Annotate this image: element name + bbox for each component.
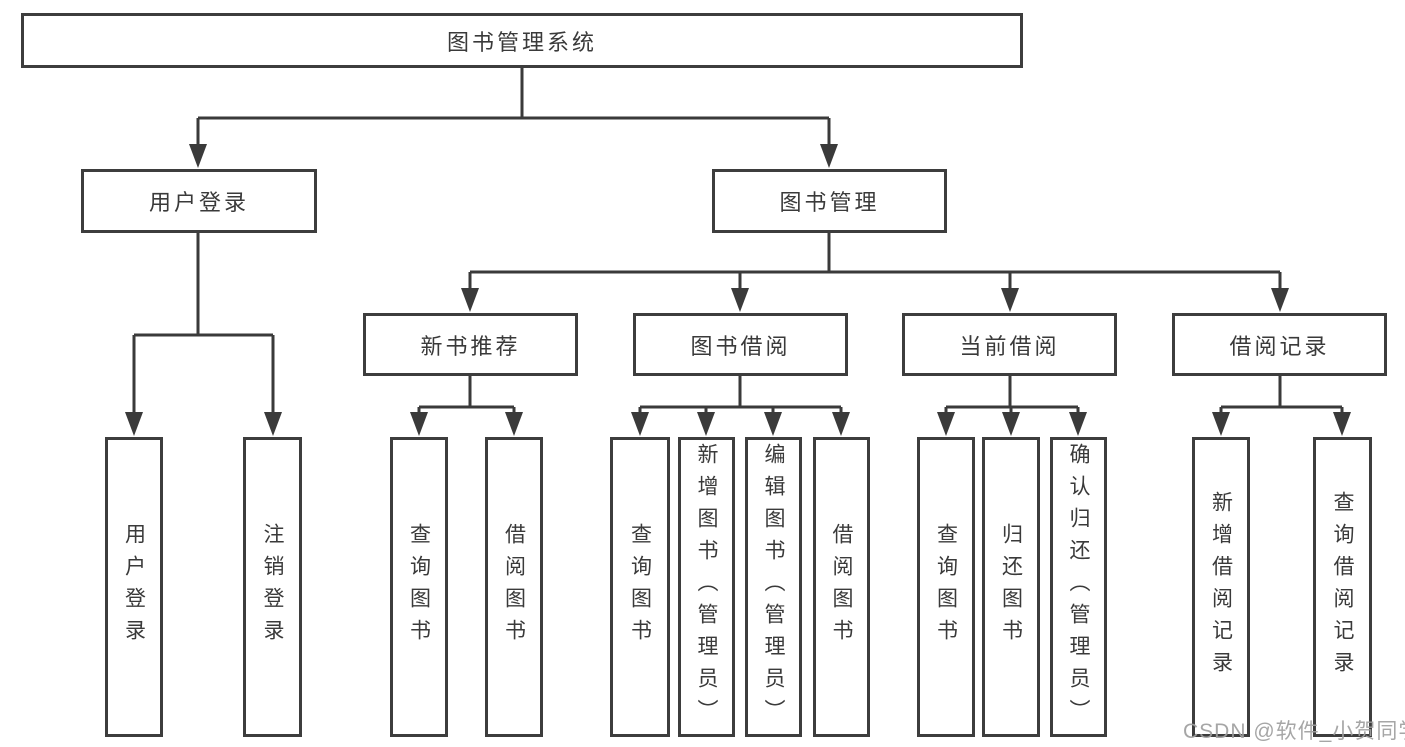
node-current-borrow-label: 当前借阅 xyxy=(959,333,1060,359)
leaf-query-books-recommend: 查询图书 xyxy=(390,437,448,737)
leaf-borrow-books-recommend: 借阅图书 xyxy=(485,437,543,737)
node-borrow-records-label: 借阅记录 xyxy=(1229,333,1330,359)
leaf-edit-book-admin: 编辑图书（管理员） xyxy=(745,437,802,737)
leaf-logout: 注销登录 xyxy=(243,437,302,737)
leaf-borrow-books-recommend-label: 借阅图书 xyxy=(502,523,526,651)
node-book-borrow-label: 图书借阅 xyxy=(690,333,791,359)
leaf-query-books-borrow-label: 查询图书 xyxy=(628,523,652,651)
node-book-management-label: 图书管理 xyxy=(779,190,880,215)
leaf-add-borrow-record-label: 新增借阅记录 xyxy=(1209,491,1233,683)
leaf-query-books-borrow: 查询图书 xyxy=(610,437,670,737)
node-book-management: 图书管理 xyxy=(712,169,947,233)
leaf-query-books-current: 查询图书 xyxy=(917,437,975,737)
leaf-add-borrow-record: 新增借阅记录 xyxy=(1192,437,1250,737)
leaf-return-book-label: 归还图书 xyxy=(999,523,1023,651)
leaf-query-borrow-record: 查询借阅记录 xyxy=(1313,437,1372,737)
leaf-add-book-admin: 新增图书（管理员） xyxy=(678,437,735,737)
watermark: CSDN @软件_小贺同学 xyxy=(1183,720,1405,743)
node-new-book-recommend: 新书推荐 xyxy=(363,313,578,376)
node-library-system: 图书管理系统 xyxy=(21,13,1023,68)
leaf-borrow-books-2-label: 借阅图书 xyxy=(830,523,853,651)
leaf-user-login: 用户登录 xyxy=(105,437,163,737)
node-library-system-label: 图书管理系统 xyxy=(446,29,597,55)
leaf-query-books-current-label: 查询图书 xyxy=(934,523,958,651)
leaf-query-books-recommend-label: 查询图书 xyxy=(407,523,431,651)
leaf-confirm-return-admin: 确认归还（管理员） xyxy=(1050,437,1107,737)
node-current-borrow: 当前借阅 xyxy=(902,313,1117,376)
node-book-borrow: 图书借阅 xyxy=(633,313,848,376)
node-user-login-label: 用户登录 xyxy=(148,190,249,215)
leaf-add-book-admin-label: 新增图书（管理员） xyxy=(695,443,718,731)
leaf-logout-label: 注销登录 xyxy=(261,523,284,651)
leaf-user-login-label: 用户登录 xyxy=(122,523,146,651)
leaf-return-book: 归还图书 xyxy=(982,437,1040,737)
leaf-confirm-return-admin-label: 确认归还（管理员） xyxy=(1067,443,1090,731)
leaf-borrow-books-2: 借阅图书 xyxy=(813,437,870,737)
leaf-edit-book-admin-label: 编辑图书（管理员） xyxy=(762,443,785,731)
leaf-query-borrow-record-label: 查询借阅记录 xyxy=(1331,491,1354,683)
node-new-book-recommend-label: 新书推荐 xyxy=(420,333,521,359)
node-user-login: 用户登录 xyxy=(81,169,317,233)
node-borrow-records: 借阅记录 xyxy=(1172,313,1387,376)
